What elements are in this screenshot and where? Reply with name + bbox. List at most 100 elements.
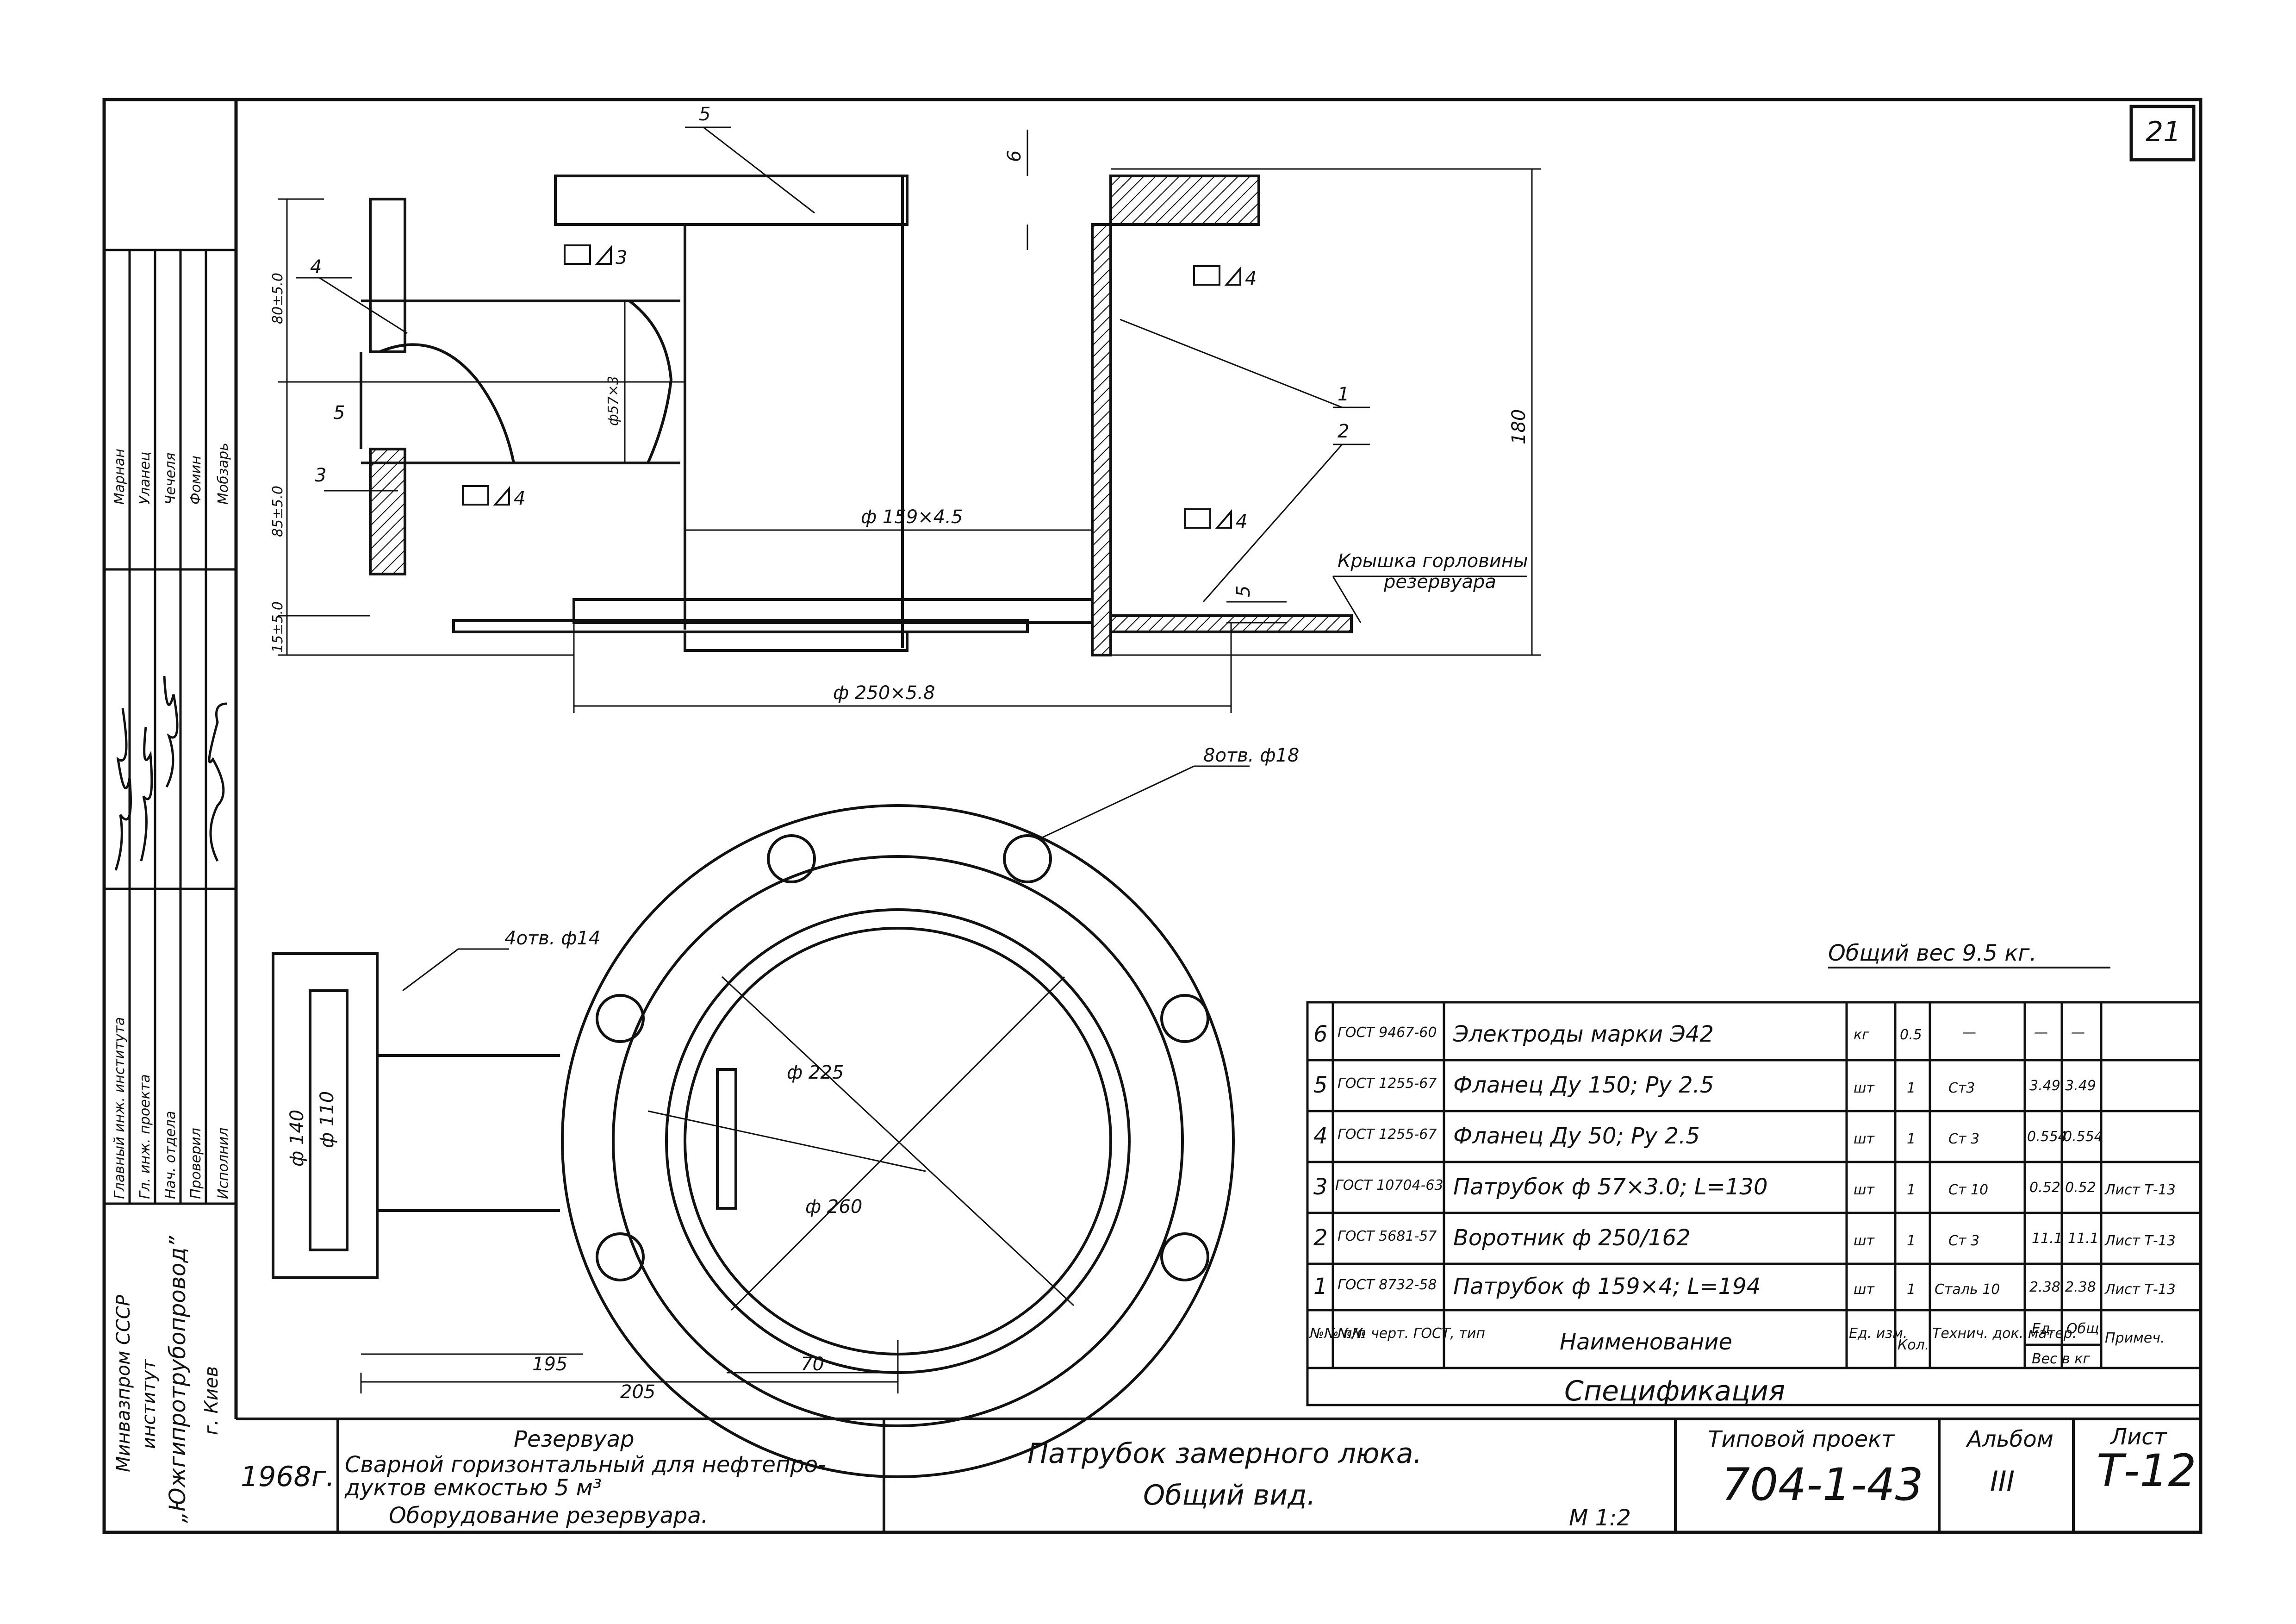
dim-250: ф 250×5.8	[833, 682, 935, 704]
project-label: Типовой проект	[1708, 1426, 1895, 1452]
dim-195: 195	[532, 1354, 567, 1375]
spec-row-3-mat: Ст 10	[1948, 1182, 1988, 1198]
spec-row-3-note: Лист Т-13	[2104, 1182, 2176, 1198]
spec-row-1-unit: шт	[1854, 1281, 1875, 1298]
stamp-role-4: Проверил	[188, 1128, 204, 1199]
stamp-role-1: Главный инж. института	[112, 1017, 128, 1199]
stamp-name-2: Уланец	[137, 452, 153, 505]
sheet-label: Лист	[2109, 1424, 2168, 1450]
project-number: 704-1-43	[1722, 1459, 1923, 1511]
weld-label-4a: 4	[1245, 268, 1257, 289]
year: 1968г.	[241, 1461, 335, 1493]
spec-row-2-gost: ГОСТ 5681-57	[1338, 1228, 1437, 1244]
spec-row-1-w2: 2.38	[2065, 1279, 2096, 1295]
spec-row-6-mat: —	[1962, 1024, 1976, 1041]
stamp-role-3: Нач. отдела	[162, 1111, 179, 1199]
spec-row-5-name: Фланец Ду 150; Ру 2.5	[1453, 1072, 1714, 1098]
object-line-3: дуктов емкостью 5 м³	[344, 1475, 602, 1501]
org-line-1: Минвазпром СССР	[113, 1294, 134, 1472]
title-block-grid	[236, 1418, 2201, 1532]
spec-h-unit: Ед. изм.	[1849, 1325, 1907, 1342]
org-line-3: „Южгипротрубопровод”	[165, 1236, 191, 1523]
drawing-line-1: Патрубок замерного люка.	[1027, 1437, 1422, 1470]
spec-row-5-unit: шт	[1854, 1080, 1875, 1096]
label-pos-5: 5	[699, 104, 710, 125]
spec-row-4-mat: Ст 3	[1948, 1131, 1979, 1147]
spec-row-6-qty: 0.5	[1900, 1027, 1922, 1043]
label-pos-1: 1	[1338, 384, 1349, 405]
spec-h-gost: №№ черт. ГОСТ, тип	[1337, 1325, 1485, 1342]
spec-h-w1: Ед.	[2032, 1321, 2054, 1337]
stamp-name-5: Мобзарь	[215, 443, 231, 505]
spec-row-5-gost: ГОСТ 1255-67	[1338, 1075, 1437, 1092]
spec-header: №№ п/п №№ черт. ГОСТ, тип Наименование Е…	[1309, 1321, 2165, 1367]
spec-row-4-gost: ГОСТ 1255-67	[1338, 1126, 1437, 1143]
object-line-1: Резервуар	[514, 1426, 635, 1452]
spec-row-3-no: 3	[1313, 1174, 1328, 1200]
spec-row-6-w2: —	[2071, 1024, 2085, 1041]
dim-110: ф 110	[317, 1091, 338, 1148]
dim-70: 70	[801, 1354, 824, 1375]
dim-140: ф 140	[286, 1110, 308, 1167]
spec-row-4-no: 4	[1313, 1123, 1328, 1149]
spec-row-3-w2: 0.52	[2065, 1180, 2096, 1196]
dim-15: 15±5.0	[270, 601, 286, 653]
weld-label-3: 3	[616, 247, 627, 269]
spec-row-5-no: 5	[1313, 1072, 1328, 1098]
outer-frame	[102, 98, 2203, 1534]
spec-row-2-mat: Ст 3	[1948, 1233, 1979, 1249]
cover-label-2: резервуара	[1383, 571, 1496, 593]
dim-225: ф 225	[787, 1062, 844, 1083]
spec-row-2-name: Воротник ф 250/162	[1453, 1225, 1691, 1251]
spec-row-5-qty: 1	[1907, 1080, 1916, 1096]
dim-260: ф 260	[805, 1196, 862, 1218]
spec-h-name: Наименование	[1560, 1329, 1732, 1355]
album-number: III	[1990, 1465, 2015, 1498]
object-line-2: Сварной горизонтальный для нефтепро-	[345, 1452, 826, 1478]
dim-80: 80±5.0	[270, 273, 286, 324]
org-line-4: г. Киев	[201, 1366, 222, 1435]
spec-row-1-no: 1	[1313, 1274, 1328, 1299]
label-pos-4: 4	[310, 256, 322, 278]
spec-row-1-qty: 1	[1907, 1281, 1916, 1298]
spec-row-4-w1: 0.554	[2027, 1129, 2067, 1145]
label-pos-2: 2	[1338, 421, 1349, 442]
spec-row-4-w2: 0.554	[2063, 1129, 2103, 1145]
spec-row-3-gost: ГОСТ 10704-63	[1335, 1177, 1444, 1193]
spec-row-2-w1: 11.1	[2032, 1230, 2063, 1247]
drawing-line-2: Общий вид.	[1143, 1479, 1316, 1512]
spec-row-3-qty: 1	[1907, 1182, 1916, 1198]
object-line-4: Оборудование резервуара.	[389, 1503, 708, 1529]
weld-label-4c: 4	[1236, 511, 1247, 532]
spec-h-qty: Кол.	[1898, 1337, 1929, 1353]
spec-row-2-no: 2	[1313, 1225, 1328, 1251]
spec-row-3-name: Патрубок ф 57×3.0; L=130	[1453, 1174, 1768, 1200]
spec-row-2-unit: шт	[1854, 1233, 1875, 1249]
weight-note: Общий вес 9.5 кг.	[1828, 940, 2037, 966]
spec-h-w2: Общ.	[2066, 1321, 2103, 1337]
spec-row-1-w1: 2.38	[2029, 1279, 2060, 1295]
sheet-number: 21	[2146, 116, 2181, 148]
dim-205: 205	[620, 1381, 655, 1403]
spec-row-6-gost: ГОСТ 9467-60	[1338, 1024, 1437, 1041]
spec-row-5-mat: Ст3	[1948, 1080, 1975, 1096]
stamp-name-3: Чечеля	[162, 453, 179, 505]
dim-159: ф 159×4.5	[861, 506, 963, 528]
spec-row-3-w1: 0.52	[2029, 1180, 2060, 1196]
signatures	[114, 675, 227, 871]
dim-6: 6	[1004, 150, 1025, 162]
dim-180: 180	[1508, 409, 1530, 444]
spec-row-3-unit: шт	[1854, 1182, 1875, 1198]
sheet-number-box	[2129, 105, 2196, 162]
sheet-code: Т-12	[2097, 1445, 2196, 1497]
spec-table-grid	[1306, 1001, 2202, 1406]
stamp-name-1: Марнан	[112, 449, 128, 505]
spec-h-wgroup: Вес в кг	[2032, 1351, 2090, 1367]
spec-rows: 6 ГОСТ 9467-60 Электроды марки Э42 кг 0.…	[1313, 1021, 2176, 1299]
label-pos-3: 3	[315, 465, 326, 486]
spec-row-2-w2: 11.1	[2068, 1230, 2099, 1247]
spec-row-6-no: 6	[1313, 1021, 1328, 1047]
spec-row-2-qty: 1	[1907, 1233, 1916, 1249]
spec-title: Спецификация	[1564, 1375, 1785, 1407]
